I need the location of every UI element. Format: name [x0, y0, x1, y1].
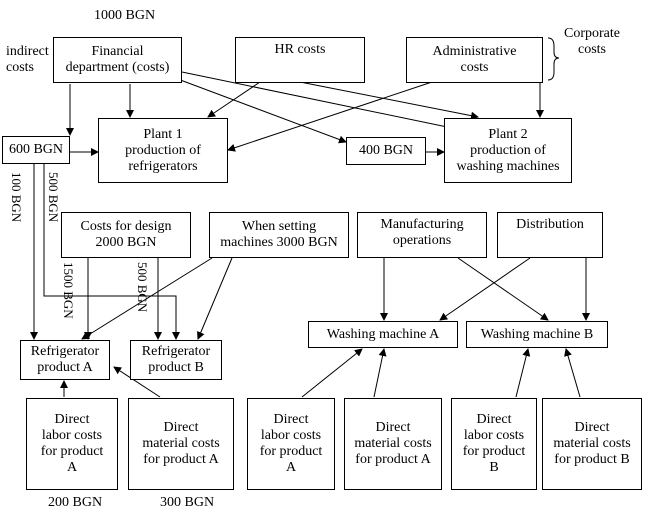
arrow-financial-to-400 — [174, 77, 347, 144]
arrow-labor-wb-to-washer-b — [515, 348, 531, 398]
washer-direct-labor-costs-b-box: Direct labor costs for product B — [451, 398, 537, 490]
arrow-financial-to-plant2 — [181, 71, 453, 131]
arrow-material-a-to-fridge-a — [113, 366, 161, 398]
setting-machines-box: When setting machines 3000 BGN — [209, 212, 349, 258]
vertical-label-1500: 1500 BGN — [61, 262, 76, 319]
washer-direct-material-costs-b-box: Direct material costs for product B — [542, 398, 642, 490]
vertical-label-500-mid: 500 BGN — [135, 262, 150, 313]
washer-direct-material-costs-a-box: Direct material costs for product A — [344, 398, 442, 490]
arrow-hr-to-plant1 — [207, 81, 261, 118]
refrigerator-product-a-box: Refrigerator product A — [20, 340, 110, 380]
arrow-labor-wa-to-washer-a — [301, 348, 363, 398]
corporate-brace — [547, 37, 560, 81]
washer-direct-labor-costs-a-box: Direct labor costs for product A — [247, 398, 335, 490]
distribution-box: Distribution — [497, 212, 603, 258]
bottom-right-amount-label: 300 BGN — [160, 495, 215, 510]
refrigerator-product-b-box: Refrigerator product B — [130, 340, 222, 380]
arrow-distribution-to-washer-a — [439, 257, 531, 321]
bottom-left-amount-label: 200 BGN — [48, 495, 103, 510]
arrow-manufacturing-to-washer-b — [457, 257, 549, 321]
bgn-400-box: 400 BGN — [346, 137, 426, 165]
bgn-600-box: 600 BGN — [2, 136, 70, 164]
arrow-admin-to-plant1 — [227, 81, 433, 152]
arrow-material-wa-to-washer-a — [373, 348, 387, 398]
top-amount-label: 1000 BGN — [94, 8, 156, 23]
plant-1-box: Plant 1 production of refrigerators — [98, 118, 228, 183]
plant-2-box: Plant 2 production of washing machines — [444, 118, 572, 183]
design-costs-box: Costs for design 2000 BGN — [61, 212, 191, 258]
vertical-label-100: 100 BGN — [9, 172, 24, 223]
washing-machine-a-box: Washing machine A — [308, 321, 458, 348]
vertical-label-500-left: 500 BGN — [46, 172, 61, 223]
hr-costs-box: HR costs — [235, 37, 365, 83]
direct-labor-costs-product-a-box: Direct labor costs for product A — [26, 398, 118, 490]
arrow-setting-to-fridge-a — [81, 257, 213, 340]
arrow-hr-to-plant2 — [299, 81, 479, 120]
washing-machine-b-box: Washing machine B — [466, 321, 608, 348]
direct-material-costs-product-a-box: Direct material costs for product A — [128, 398, 234, 490]
manufacturing-operations-box: Manufacturing operations — [357, 212, 487, 258]
corporate-costs-label: Corporate costs — [564, 26, 620, 57]
indirect-costs-label: indirect costs — [6, 44, 49, 75]
financial-department-box: Financial department (costs) — [53, 37, 182, 83]
arrow-material-wb-to-washer-b — [564, 348, 581, 398]
arrow-600-to-fridge-b — [43, 163, 180, 340]
arrow-setting-to-fridge-b — [197, 257, 233, 340]
administrative-costs-box: Administrative costs — [406, 37, 543, 83]
